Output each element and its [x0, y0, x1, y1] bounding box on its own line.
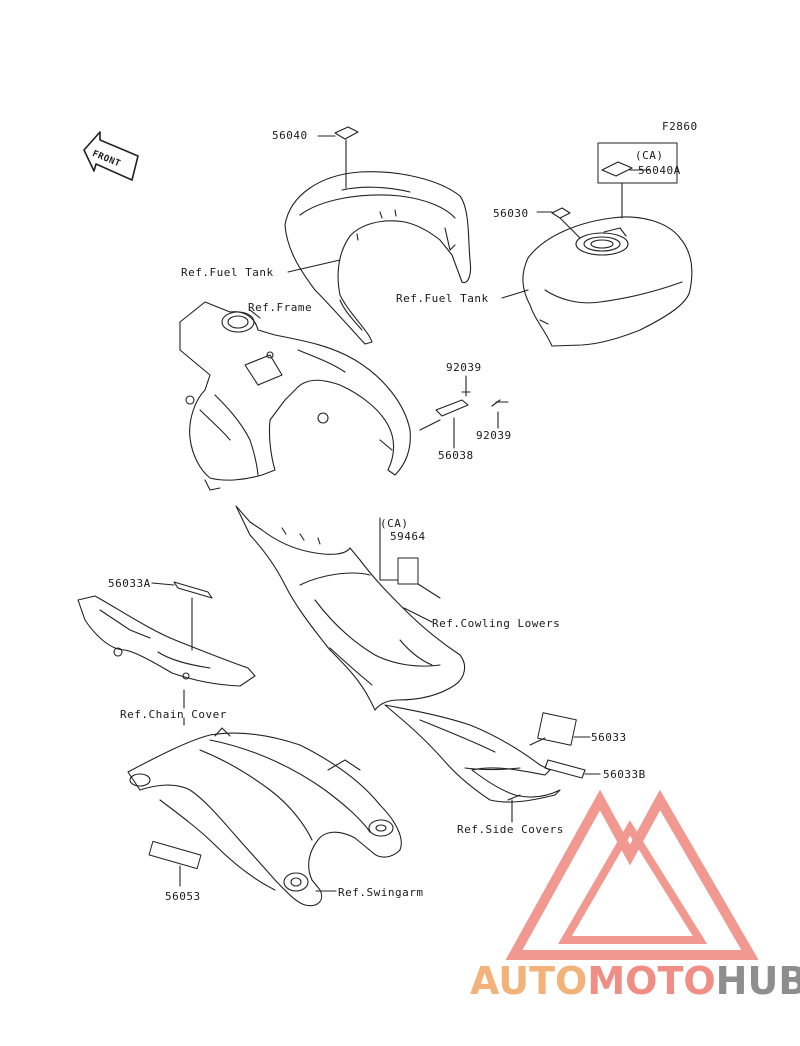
- side-cover-part: [384, 704, 561, 803]
- part-56053: 56053: [165, 890, 201, 903]
- part-59464: 59464: [390, 530, 426, 543]
- label-56033A-part: [173, 581, 213, 599]
- ref-swingarm: Ref.Swingarm: [338, 886, 424, 899]
- swingarm-part: [127, 727, 402, 907]
- fuel-tank-part: [522, 216, 693, 347]
- part-56038: 56038: [438, 449, 474, 462]
- label-56053-part: [148, 840, 202, 870]
- frame-part: [179, 301, 411, 491]
- watermark-text: AUTOMOTOHUB: [470, 962, 800, 1000]
- part-56033A: 56033A: [108, 577, 151, 590]
- front-arrow-icon: [83, 131, 139, 181]
- label-56033-part: [537, 712, 577, 746]
- figure-code: F2860: [662, 120, 698, 133]
- part-56040A: 56040A: [638, 164, 681, 177]
- part-92039-b: 92039: [476, 429, 512, 442]
- cowling-lower-part: [235, 505, 466, 711]
- label-59464-part: [397, 557, 419, 585]
- ref-cowling-lowers: Ref.Cowling Lowers: [432, 617, 561, 630]
- part-56033: 56033: [591, 731, 627, 744]
- ref-frame: Ref.Frame: [248, 301, 313, 314]
- label-56033B-part: [544, 759, 586, 779]
- watermark-hub: HUB: [715, 959, 800, 1003]
- seat-cover-part: [284, 171, 472, 345]
- part-ca-2: (CA): [380, 517, 409, 530]
- part-56040: 56040: [272, 129, 308, 142]
- part-ca-1: (CA): [635, 149, 664, 162]
- watermark-logo-icon: [505, 789, 759, 960]
- part-92039-a: 92039: [446, 361, 482, 374]
- chain-cover-part: [77, 595, 256, 687]
- watermark-moto: MOTO: [587, 959, 716, 1003]
- ref-chain-cover: Ref.Chain Cover: [120, 708, 227, 721]
- ref-side-covers: Ref.Side Covers: [457, 823, 564, 836]
- ref-fuel-tank-2: Ref.Fuel Tank: [396, 292, 489, 305]
- watermark-auto: AUTO: [470, 959, 588, 1003]
- ref-fuel-tank-1: Ref.Fuel Tank: [181, 266, 274, 279]
- ca-label-box: [597, 142, 678, 184]
- label-56040-part: [334, 126, 359, 140]
- part-56033B: 56033B: [603, 768, 646, 781]
- part-56030: 56030: [493, 207, 529, 220]
- clip-parts: [419, 375, 509, 449]
